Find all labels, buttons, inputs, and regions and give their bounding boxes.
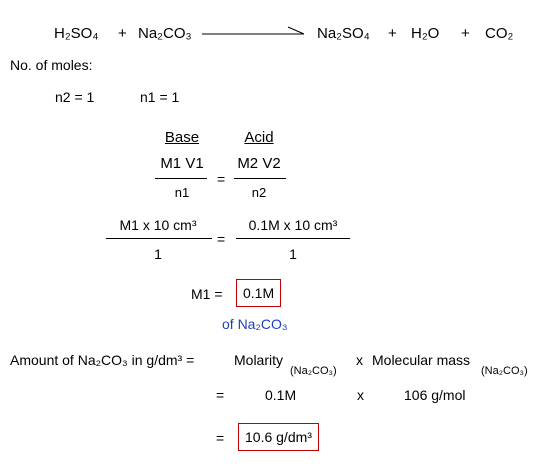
- base-formula-numerator: M1 V1: [160, 155, 204, 172]
- times-sign: x: [357, 387, 364, 403]
- result-note: of Na₂CO₃: [222, 316, 288, 332]
- fraction-bar: [234, 178, 286, 179]
- molecular-mass-value: 106 g/mol: [404, 387, 466, 403]
- reactant-sulfuric-acid: H₂SO₄: [54, 25, 99, 42]
- plus-sign: +: [118, 25, 127, 42]
- base-formula-denominator: n1: [174, 185, 190, 200]
- product-water: H₂O: [411, 25, 440, 42]
- equals-sign: =: [216, 430, 225, 446]
- reaction-arrow-icon: [202, 26, 305, 35]
- reactant-sodium-carbonate: Na₂CO₃: [138, 25, 192, 42]
- fraction-bar: [236, 238, 350, 239]
- molarity-term: Molarity: [234, 352, 284, 368]
- fraction-bar: [106, 238, 212, 239]
- equals-sign: =: [217, 171, 226, 187]
- amount-label: Amount of Na₂CO₃ in g/dm³ =: [10, 352, 195, 368]
- equals-sign: =: [216, 387, 225, 403]
- fraction-bar: [155, 178, 207, 179]
- result-label: M1 =: [191, 286, 223, 302]
- molecular-mass-term: Molecular mass: [372, 352, 471, 368]
- base-label: Base: [164, 129, 200, 146]
- times-sign: x: [356, 352, 363, 368]
- acid-label: Acid: [244, 129, 274, 146]
- substituted-base-numerator: M1 x 10 cm³: [119, 217, 197, 233]
- product-carbon-dioxide: CO₂: [485, 25, 514, 42]
- substituted-acid-denominator: 1: [289, 246, 297, 262]
- result-value-box: 0.1M: [236, 279, 282, 307]
- moles-n1: n1 = 1: [140, 89, 180, 105]
- substituted-acid-numerator: 0.1M x 10 cm³: [248, 217, 338, 233]
- molarity-subscript: (Na₂CO₃): [290, 365, 337, 377]
- moles-n2: n2 = 1: [55, 89, 95, 105]
- product-sodium-sulfate: Na₂SO₄: [317, 25, 370, 42]
- moles-heading: No. of moles:: [10, 57, 93, 73]
- substituted-base-denominator: 1: [154, 246, 162, 262]
- final-answer-box: 10.6 g/dm³: [238, 423, 319, 451]
- molarity-value: 0.1M: [265, 387, 297, 403]
- plus-sign: +: [388, 25, 397, 42]
- acid-formula-numerator: M2 V2: [237, 155, 281, 172]
- equals-sign: =: [217, 231, 226, 247]
- molecular-mass-subscript: (Na₂CO₃): [481, 365, 528, 377]
- acid-formula-denominator: n2: [251, 185, 267, 200]
- plus-sign: +: [461, 25, 470, 42]
